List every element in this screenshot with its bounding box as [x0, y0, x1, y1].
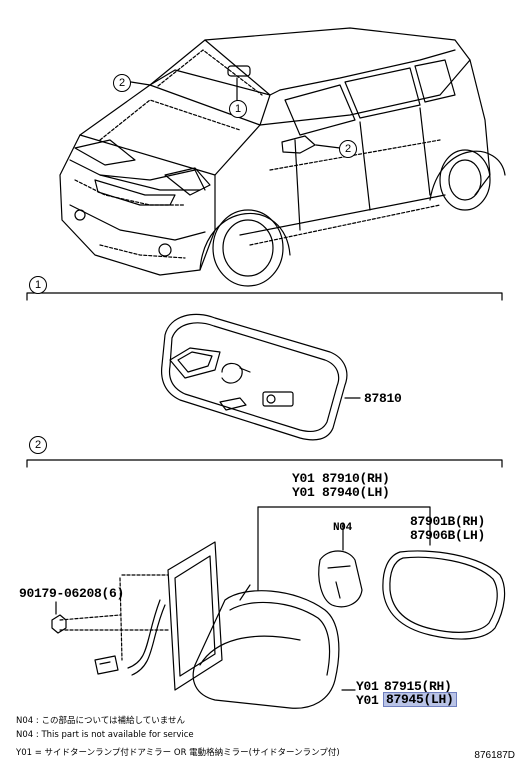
door-mirror-illustration: [51, 506, 506, 709]
note-n04-japanese: N04 : この部品については補給していません: [16, 716, 186, 726]
part-label-cover-lh-highlighted[interactable]: 87945(LH): [383, 692, 457, 707]
note-n04-english: N04 : This part is not available for ser…: [16, 730, 194, 740]
cover-prefix-rh: Y01: [356, 679, 379, 694]
part-number-inner-mirror[interactable]: 87810: [364, 391, 402, 406]
car-illustration: [59, 27, 506, 287]
callout-outer-mirror-right: 2: [339, 140, 357, 158]
section-1-frame: [26, 292, 503, 301]
section-2-marker: 2: [29, 436, 47, 454]
cover-prefix-lh: Y01: [356, 693, 379, 708]
part-label-glass-rh[interactable]: 87901B(RH): [410, 514, 486, 529]
note-y01: Y01 = サイドターンランプ付ドアミラー OR 電動格納ミラー(サイドターンラ…: [16, 748, 340, 758]
section-1-marker: 1: [29, 276, 47, 294]
diagram-code: 876187D: [474, 750, 515, 761]
part-label-mirror-assembly-rh[interactable]: Y01 87910(RH): [292, 471, 390, 486]
section-2-frame: [26, 459, 503, 468]
inner-mirror-illustration: [160, 313, 361, 441]
callout-inner-mirror: 1: [229, 100, 247, 118]
part-label-mirror-assembly-lh[interactable]: Y01 87940(LH): [292, 485, 390, 500]
part-label-cover-rh[interactable]: 87915(RH): [384, 679, 452, 694]
n04-label: N04: [333, 522, 352, 534]
part-label-bolt[interactable]: 90179-06208(6): [19, 586, 125, 601]
part-label-glass-lh[interactable]: 87906B(LH): [410, 528, 486, 543]
callout-outer-mirror-left: 2: [113, 74, 131, 92]
